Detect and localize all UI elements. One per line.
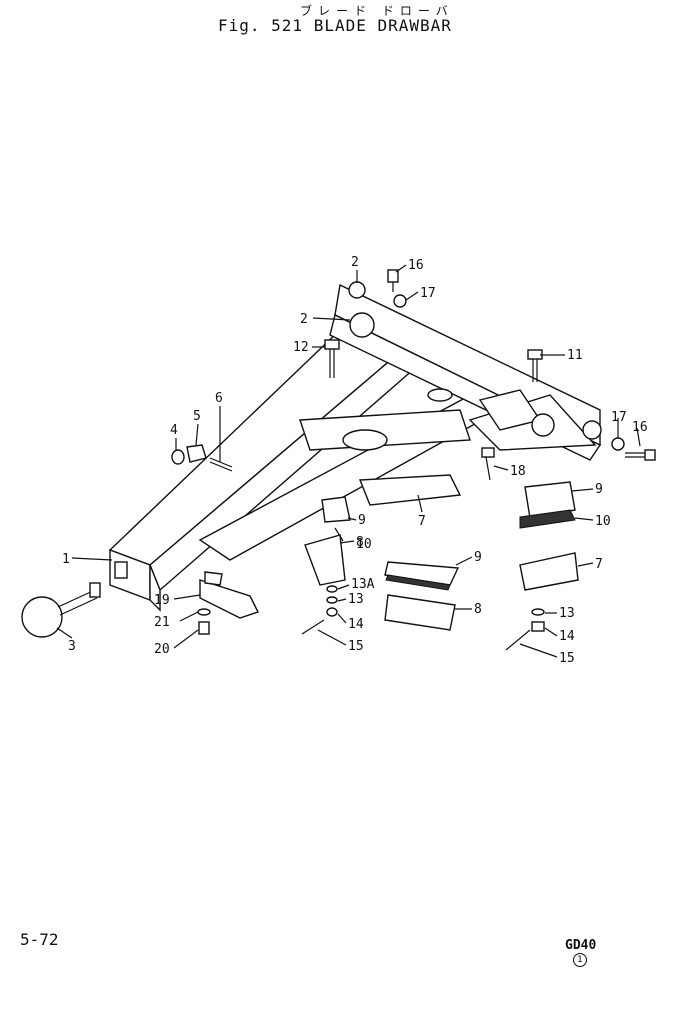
callout-15: 15 <box>348 639 364 654</box>
callout-20: 20 <box>154 642 170 657</box>
callout-13a: 13A <box>351 577 375 592</box>
ball-stud-part <box>21 582 101 638</box>
nut-washer-bolt <box>171 444 233 472</box>
shoe-parts <box>304 481 579 631</box>
callout-14: 14 <box>348 617 364 632</box>
callout-3: 3 <box>68 639 76 654</box>
callout-17: 17 <box>611 410 627 425</box>
callout-18: 18 <box>510 464 526 479</box>
callout-numbers: 1 2 2 3 4 5 6 7 7 8 8 9 9 9 10 10 11 12 … <box>62 255 648 666</box>
callout-9: 9 <box>358 513 366 528</box>
frame-shoes <box>321 474 462 523</box>
callout-19: 19 <box>154 593 170 608</box>
callout-6: 6 <box>215 391 223 406</box>
callout-4: 4 <box>170 423 178 438</box>
callout-7: 7 <box>418 514 426 529</box>
callout-9: 9 <box>474 550 482 565</box>
model-code: GD40 <box>565 938 597 953</box>
leader-lines <box>56 264 641 658</box>
callout-5: 5 <box>193 409 201 424</box>
ball-joints <box>348 281 602 440</box>
page-number: 5-72 <box>20 930 59 949</box>
callout-1: 1 <box>62 552 70 567</box>
callout-21: 21 <box>154 615 170 630</box>
callout-8: 8 <box>474 602 482 617</box>
callout-11: 11 <box>567 348 583 363</box>
callout-12: 12 <box>293 340 309 355</box>
japanese-title: ブレード ドローバ <box>300 4 454 18</box>
hardware-washers <box>301 585 545 651</box>
figure-title: Fig. 521 BLADE DRAWBAR <box>218 16 452 35</box>
callout-14: 14 <box>559 629 575 644</box>
callout-8: 8 <box>356 535 364 550</box>
callout-2: 2 <box>300 312 308 327</box>
callout-17: 17 <box>420 286 436 301</box>
callout-13: 13 <box>348 592 364 607</box>
bracket-assembly <box>197 571 259 635</box>
callout-9: 9 <box>595 482 603 497</box>
drawbar-frame <box>108 283 602 612</box>
callout-13: 13 <box>559 606 575 621</box>
callout-2: 2 <box>351 255 359 270</box>
revision-mark: 1 <box>573 953 587 967</box>
callout-16: 16 <box>632 420 648 435</box>
callout-10: 10 <box>356 537 372 552</box>
callout-16: 16 <box>408 258 424 273</box>
callout-7: 7 <box>595 557 603 572</box>
callout-10: 10 <box>595 514 611 529</box>
callout-15: 15 <box>559 651 575 666</box>
